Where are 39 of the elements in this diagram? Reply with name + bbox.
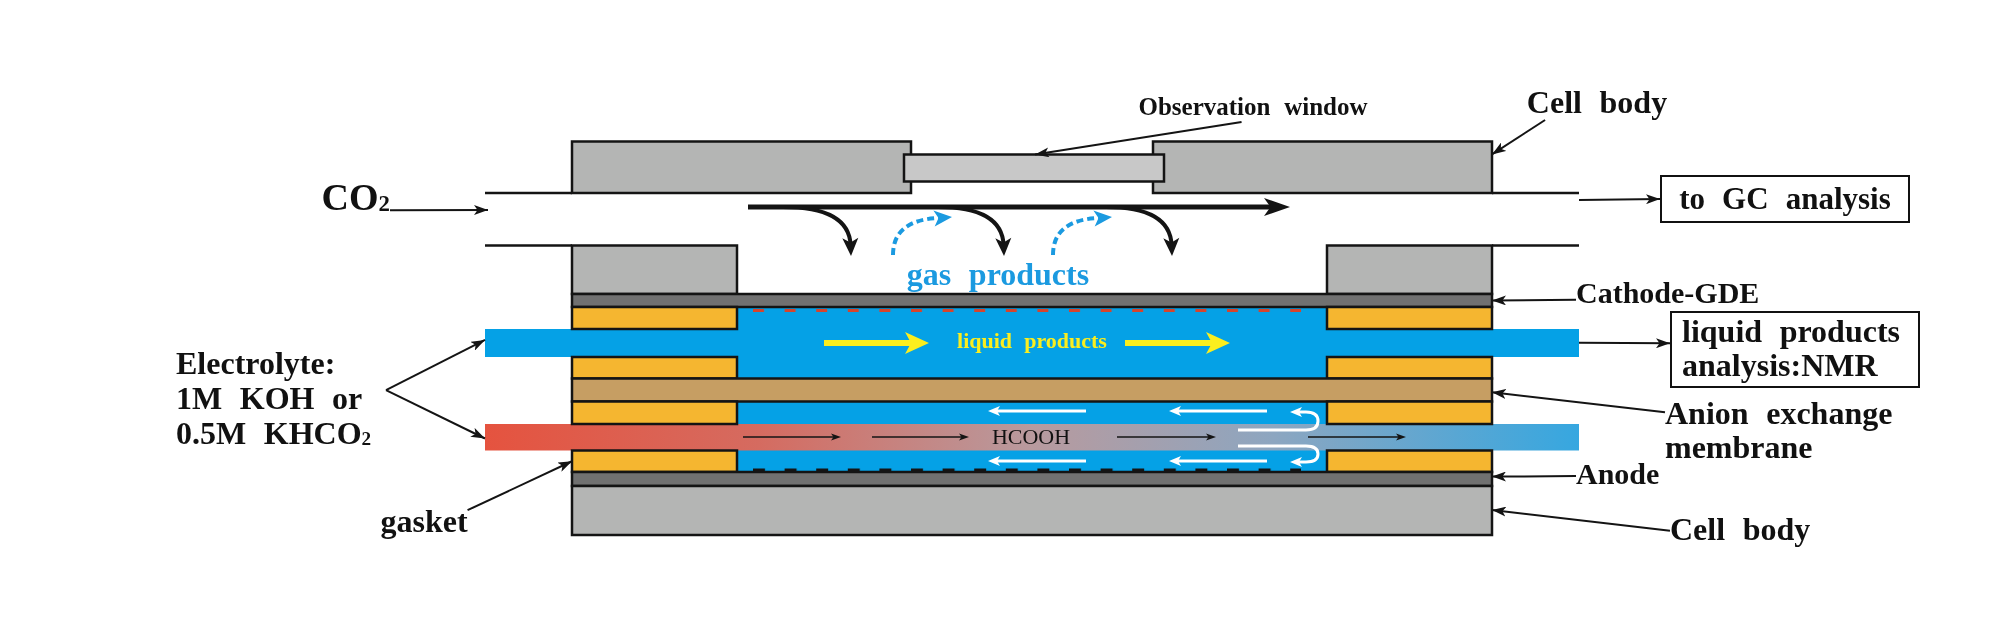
membrane-layer xyxy=(570,377,1494,403)
arrow xyxy=(389,205,489,216)
cell-body-base xyxy=(570,484,1494,537)
cell-body-block xyxy=(570,244,739,296)
cathode-layer xyxy=(570,292,1494,309)
part-label: Observation window xyxy=(1138,92,1368,122)
cell-body-block xyxy=(1325,244,1494,296)
anode-layer xyxy=(570,470,1494,488)
cell-body-block xyxy=(570,140,913,195)
leader-arrow xyxy=(1491,388,1666,414)
gasket xyxy=(570,305,739,331)
part-label: Cell body xyxy=(1670,511,1811,547)
arrow xyxy=(1578,338,1671,349)
gasket xyxy=(1325,355,1494,380)
gasket xyxy=(1325,449,1494,474)
leader-arrow xyxy=(1491,471,1577,482)
leader-arrow xyxy=(1034,121,1243,158)
leader-arrow xyxy=(385,389,486,440)
part-label: Cell body xyxy=(1526,84,1668,120)
gasket xyxy=(570,400,739,426)
gasket xyxy=(1325,305,1494,331)
leader-arrow xyxy=(385,338,486,392)
part-label: Anode xyxy=(1576,457,1660,491)
observation-window xyxy=(902,153,1166,183)
cell-body-block xyxy=(1151,140,1494,195)
analysis-box: liquid products analysis:NMR xyxy=(1670,311,1920,388)
leader-arrow xyxy=(1491,506,1671,532)
flow-label: gas products xyxy=(906,258,1090,290)
arrow xyxy=(1578,194,1661,205)
leader-arrow xyxy=(466,460,573,512)
part-label: gasket xyxy=(380,503,468,539)
gasket xyxy=(570,355,739,380)
analysis-box: to GC analysis xyxy=(1660,175,1910,223)
gasket xyxy=(1325,400,1494,426)
part-label: Cathode-GDE xyxy=(1576,276,1760,310)
gasket xyxy=(570,449,739,474)
leader-arrow xyxy=(1491,295,1577,306)
part-label: Anion exchange membrane xyxy=(1665,396,1910,464)
leader-arrow xyxy=(1491,119,1547,156)
